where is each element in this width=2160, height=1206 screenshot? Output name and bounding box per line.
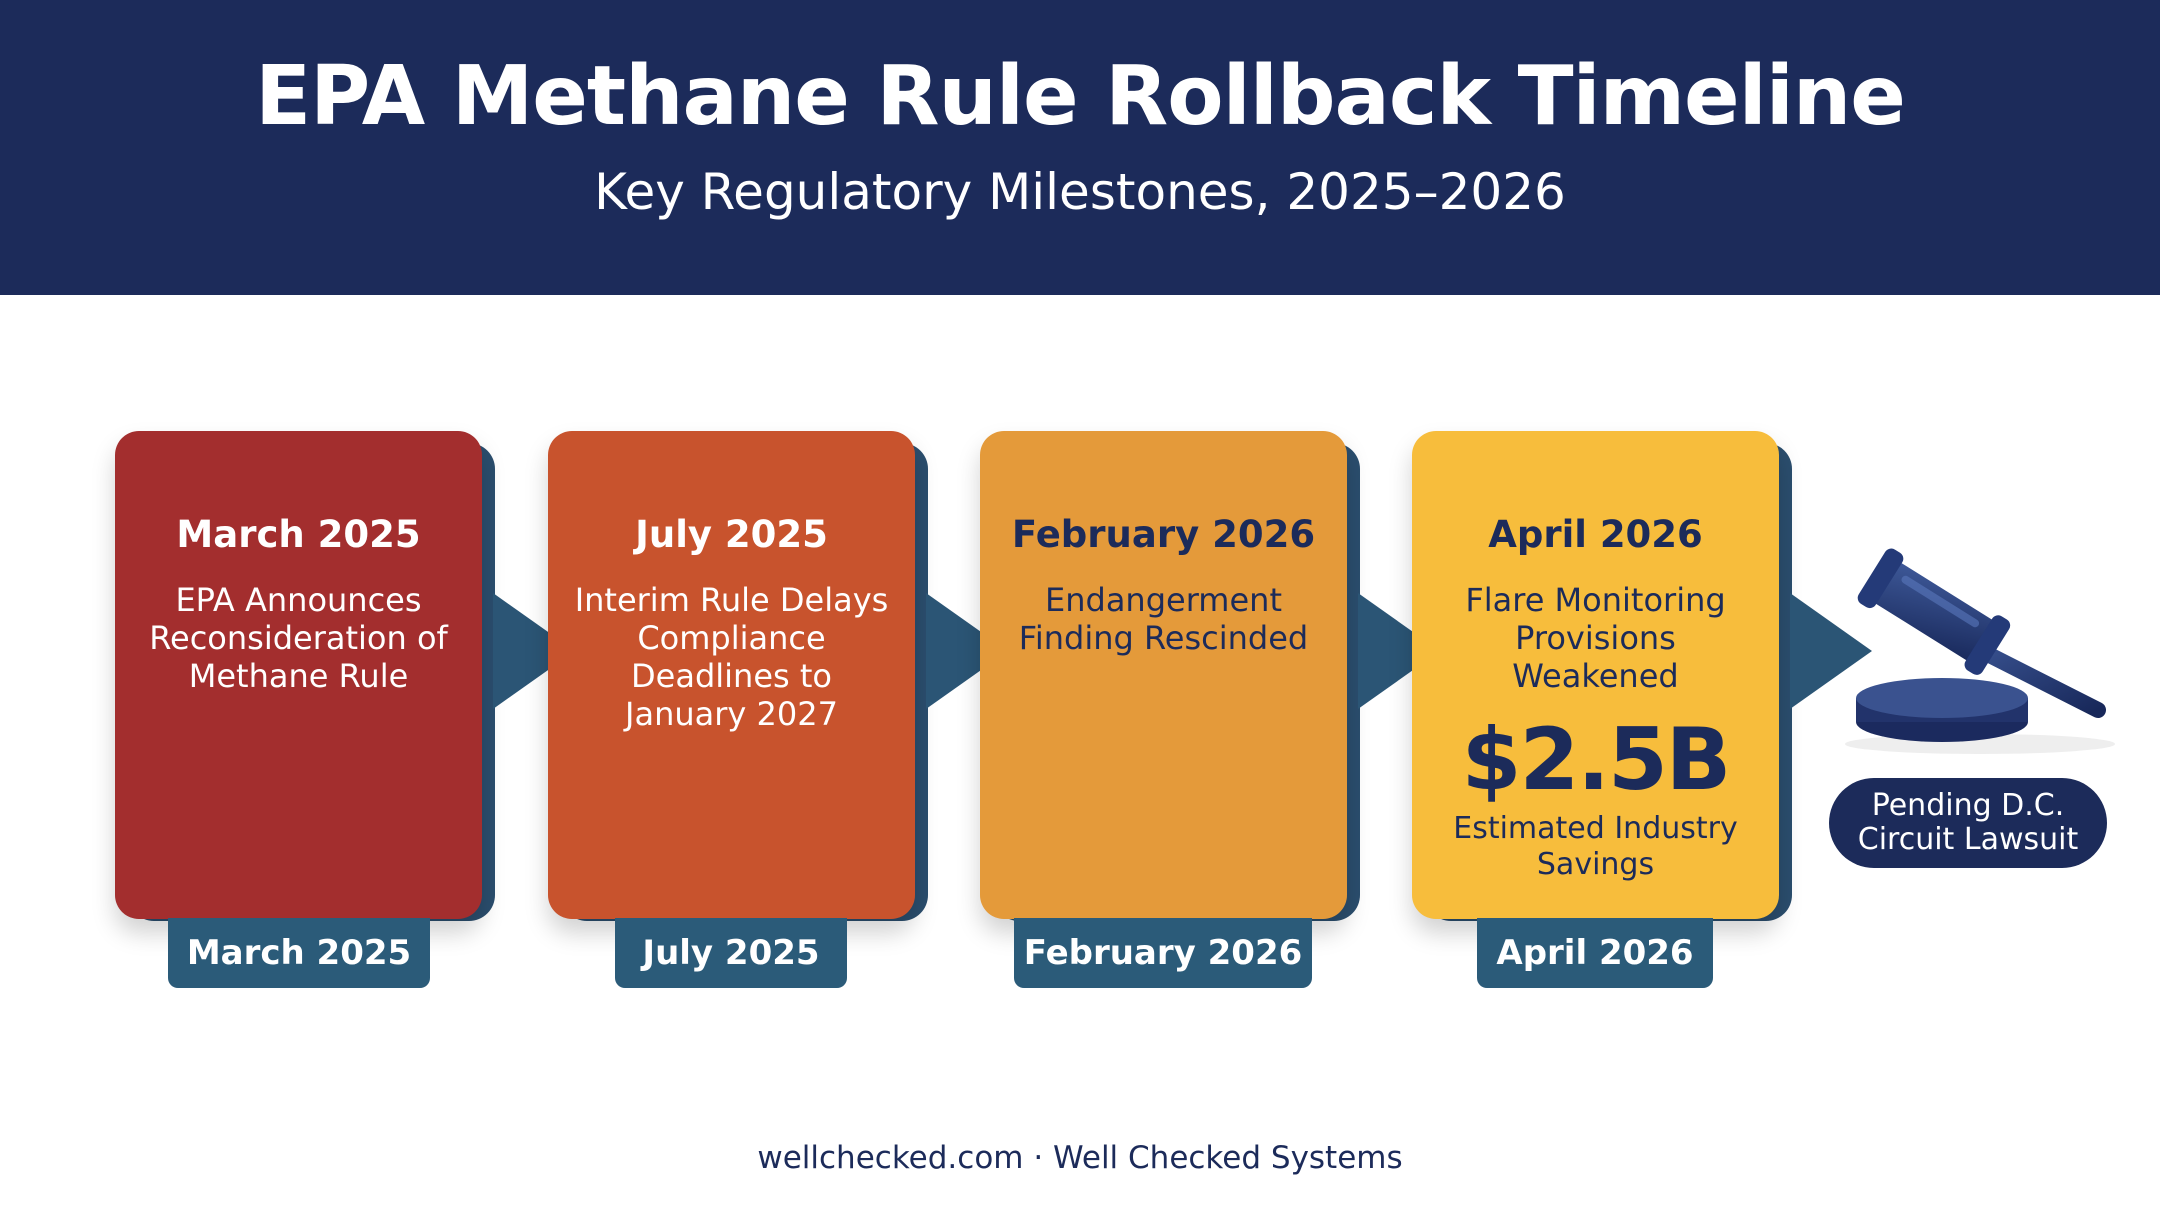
date-tab-4: April 2026: [1477, 918, 1713, 988]
milestone-description: Flare Monitoring Provisions Weakened: [1465, 581, 1726, 695]
milestone-card-1: March 2025 EPA Announces Reconsideration…: [115, 431, 482, 919]
footer-credit: wellchecked.com · Well Checked Systems: [757, 1140, 1403, 1176]
date-tab-1: March 2025: [168, 918, 430, 988]
milestone-card-2: July 2025 Interim Rule Delays Compliance…: [548, 431, 915, 919]
milestone-date: February 2026: [1011, 513, 1316, 556]
milestone-card-4: April 2026 Flare Monitoring Provisions W…: [1412, 431, 1779, 919]
milestone-description: Endangerment Finding Rescinded: [1018, 581, 1309, 657]
date-tab-3: February 2026: [1014, 918, 1312, 988]
date-tab-2: July 2025: [615, 918, 847, 988]
pending-lawsuit-badge: Pending D.C. Circuit Lawsuit: [1829, 778, 2107, 868]
milestone-date: March 2025: [176, 513, 421, 556]
milestone-date: July 2025: [635, 513, 828, 556]
page-title: EPA Methane Rule Rollback Timeline: [255, 49, 1906, 144]
milestone-card-3: February 2026 Endangerment Finding Resci…: [980, 431, 1347, 919]
page-subtitle: Key Regulatory Milestones, 2025–2026: [594, 163, 1566, 221]
milestone-date: April 2026: [1488, 513, 1703, 556]
milestone-description: Interim Rule Delays Compliance Deadlines…: [574, 581, 889, 733]
savings-stat-label: Estimated Industry Savings: [1453, 811, 1738, 882]
milestone-description: EPA Announces Reconsideration of Methane…: [149, 581, 448, 695]
arrow-4: [1790, 593, 1872, 709]
savings-stat: $2.5B: [1461, 710, 1732, 810]
gavel-icon: [1845, 548, 2115, 754]
header-banner: EPA Methane Rule Rollback Timeline Key R…: [0, 0, 2160, 295]
